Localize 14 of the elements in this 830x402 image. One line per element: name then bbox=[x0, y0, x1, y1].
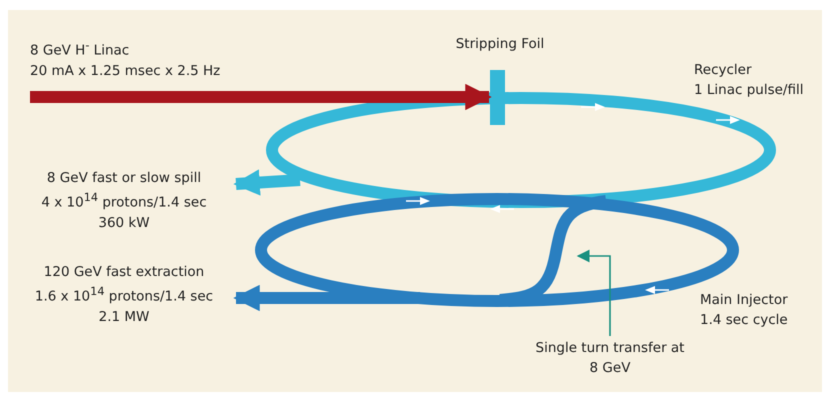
foil-title: Stripping Foil bbox=[456, 35, 544, 54]
ring-title: Main Injector bbox=[700, 291, 788, 310]
beam-title: 8 GeV fast or slow spill bbox=[46, 169, 202, 188]
beam-title: 8 GeV H$^{-}$ Linac bbox=[30, 38, 130, 60]
beam-title: 120 GeV fast extraction bbox=[44, 263, 204, 282]
ring-title: Recycler bbox=[694, 61, 752, 80]
detail-text: 4 x 10$^{14}$ protons/1.4 sec bbox=[41, 190, 207, 212]
detail-text: 1.4 sec cycle bbox=[700, 311, 788, 330]
annotation-text: Single turn transfer at 8 GeV bbox=[535, 339, 685, 378]
detail-text: 360 kW bbox=[98, 214, 150, 232]
detail-text: 20 mA x 1.25 msec x 2.5 Hz bbox=[30, 62, 220, 80]
detail-text: 1 Linac pulse/fill bbox=[694, 81, 804, 100]
detail-text: 1.6 x 10$^{14}$ protons/1.4 sec bbox=[34, 284, 214, 306]
detail-text: 2.1 MW bbox=[98, 308, 150, 326]
